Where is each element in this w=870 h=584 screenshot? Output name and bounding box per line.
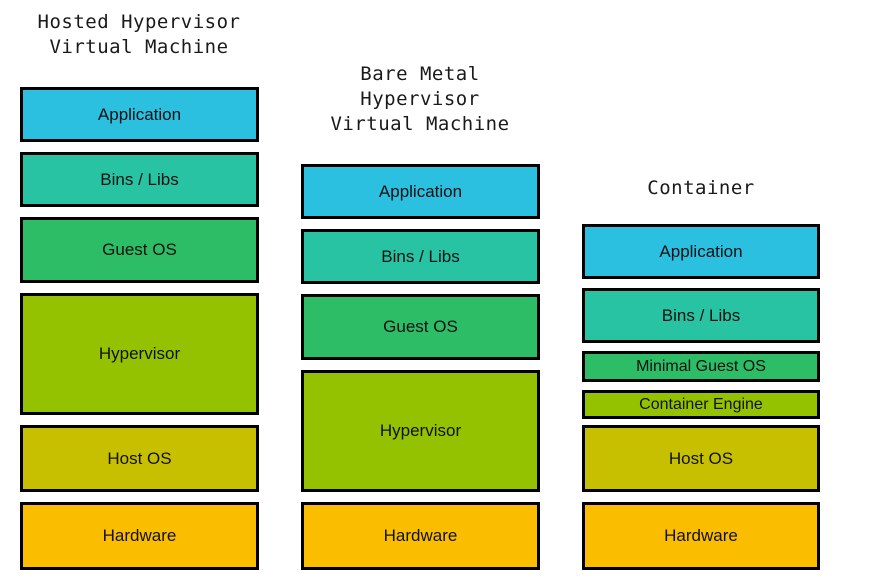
hosted-hardware-layer: Hardware <box>20 502 259 570</box>
container-application-layer: Application <box>582 224 820 279</box>
hosted-bins-libs-layer: Bins / Libs <box>20 152 259 207</box>
hosted-application-layer: Application <box>20 87 259 142</box>
hosted-host-os-layer: Host OS <box>20 425 259 492</box>
container-hardware-layer: Hardware <box>582 502 820 570</box>
container-bins-libs-layer: Bins / Libs <box>582 288 820 343</box>
bare-metal-hypervisor-layer: Hypervisor <box>301 370 540 492</box>
bare-metal-hardware-layer: Hardware <box>301 502 540 570</box>
bare-metal-guest-os-layer: Guest OS <box>301 294 540 360</box>
container-engine-layer: Container Engine <box>582 390 820 419</box>
hosted-guest-os-layer: Guest OS <box>20 217 259 283</box>
container-minimal-guest-os-layer: Minimal Guest OS <box>582 351 820 382</box>
hosted-vm-title: Hosted Hypervisor Virtual Machine <box>37 11 241 58</box>
bare-metal-application-layer: Application <box>301 164 540 219</box>
hosted-hypervisor-layer: Hypervisor <box>20 293 259 415</box>
bare-metal-vm-title: Bare Metal Hypervisor Virtual Machine <box>330 63 510 135</box>
container-title: Container <box>647 177 755 199</box>
bare-metal-bins-libs-layer: Bins / Libs <box>301 229 540 284</box>
container-host-os-layer: Host OS <box>582 425 820 492</box>
